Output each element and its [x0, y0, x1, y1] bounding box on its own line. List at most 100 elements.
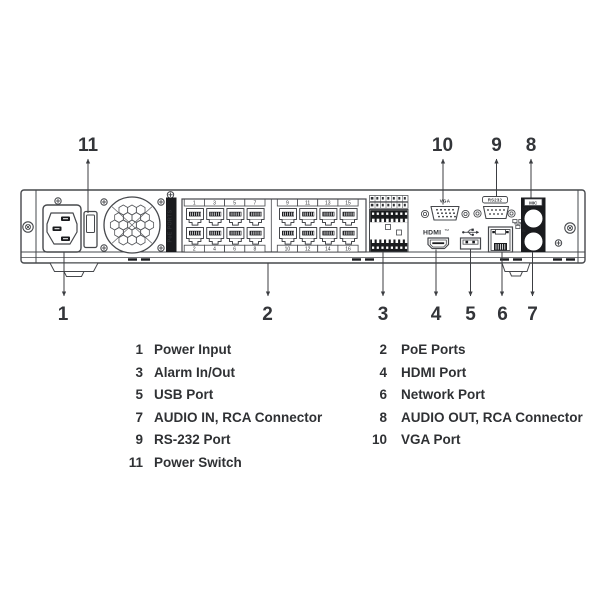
audio-in-rca: [524, 232, 543, 251]
legend-row: 2 PoE Ports: [350, 339, 583, 362]
rj45-jack: [319, 227, 338, 245]
rj45-jack: [279, 208, 297, 226]
legend-number: 6: [379, 387, 387, 402]
rs232-port: RS232: [473, 196, 516, 220]
legend-row: 3 Alarm In/Out: [105, 362, 322, 385]
foot-left: [49, 262, 99, 277]
legend-number: 9: [135, 432, 143, 447]
legend-label: AUDIO IN, RCA Connector: [154, 409, 323, 425]
legend-row: 4 HDMI Port: [350, 362, 583, 385]
poe-port-number: 2: [193, 246, 196, 252]
screw-hole-icon: [420, 209, 430, 219]
poe-port-number: 7: [254, 200, 257, 206]
screw-icon: [554, 239, 563, 247]
screw-icon: [54, 197, 62, 205]
screw-icon: [100, 198, 108, 206]
screw-hole-icon: [461, 209, 470, 219]
power-input-port: [42, 204, 82, 253]
hdmi-port: HDMI TM: [423, 228, 449, 250]
legend-label: Alarm In/Out: [154, 364, 236, 380]
rj45-jack: [319, 208, 338, 226]
callout-number-5: 5: [465, 304, 476, 325]
screw-icon: [100, 244, 108, 252]
rj45-jack: [299, 227, 318, 245]
audio-out-rca: [524, 209, 543, 228]
legend-row: 11 Power Switch: [105, 452, 322, 475]
poe-port-number: 9: [286, 200, 289, 206]
rj45-jack: [186, 227, 204, 245]
screw-icon: [157, 244, 165, 252]
callout-number-1: 1: [58, 304, 69, 325]
legend-column-right: 2 PoE Ports 4 HDMI Port 6 Network Port 8…: [350, 339, 583, 452]
network-icon: [512, 219, 524, 229]
legend-number: 8: [379, 409, 387, 425]
legend-number: 4: [379, 364, 387, 380]
poe-port-number: 3: [213, 200, 216, 206]
poe-port-number: 13: [325, 200, 331, 206]
rj45-jack: [299, 208, 318, 226]
legend-label: Power Input: [154, 342, 232, 357]
rj45-jack: [339, 208, 358, 226]
poe-ports: 1 3 5 7 9 11 13 15: [181, 198, 367, 253]
callout-number-4: 4: [431, 304, 442, 325]
rj45-jack: [246, 227, 265, 245]
rj45-jack: [206, 208, 225, 226]
legend-label: RS-232 Port: [154, 432, 231, 447]
legend-label: PoE Ports: [401, 342, 466, 357]
rj45-jack: [206, 227, 225, 245]
callout-number-2: 2: [262, 304, 273, 325]
poe-port-number: 4: [213, 246, 216, 252]
legend-label: Network Port: [401, 387, 486, 402]
rear-panel-diagram: PoE PORTS 1 3 5 7 9 11 13 15: [20, 135, 586, 325]
mic-label: MIC: [529, 200, 538, 205]
screw-hole-icon: [473, 209, 482, 218]
screw-hole-icon: [507, 209, 516, 218]
poe-ports-label: PoE PORTS: [168, 209, 174, 242]
vga-label: VGA: [440, 199, 451, 204]
poe-port-number: 10: [285, 246, 291, 252]
legend-number: 5: [135, 387, 143, 402]
callout-number-10: 10: [432, 135, 453, 156]
power-switch: [83, 210, 98, 249]
legend-row: 9 RS-232 Port: [105, 429, 322, 452]
callout-number-6: 6: [497, 304, 508, 325]
legend-label: USB Port: [154, 387, 214, 402]
screw-icon: [564, 222, 576, 234]
poe-port-number: 1: [193, 200, 196, 206]
legend-row: 10 VGA Port: [350, 429, 583, 452]
poe-port-number: 8: [254, 246, 257, 252]
callout-number-11: 11: [78, 135, 99, 156]
callout-number-9: 9: [491, 135, 502, 156]
rj45-jack: [226, 208, 245, 226]
screw-icon: [22, 221, 34, 233]
poe-ports-strip: PoE PORTS: [166, 197, 177, 252]
poe-port-number: 16: [345, 246, 351, 252]
poe-port-number: 12: [305, 246, 311, 252]
network-port: [487, 219, 524, 253]
poe-port-number: 15: [345, 200, 351, 206]
legend-row: 8 AUDIO OUT, RCA Connector: [350, 407, 583, 430]
screw-icon: [157, 198, 165, 206]
poe-port-number: 14: [325, 246, 331, 252]
legend-label: AUDIO OUT, RCA Connector: [401, 409, 583, 425]
usb-icon: [462, 228, 480, 236]
hdmi-label: HDMI: [423, 230, 441, 237]
rj45-jack: [339, 227, 358, 245]
vga-port: VGA: [420, 199, 470, 221]
legend-row: 1 Power Input: [105, 339, 322, 362]
callout-arrows: [61, 158, 535, 297]
legend-label: Power Switch: [154, 454, 242, 470]
legend-number: 2: [379, 342, 387, 357]
alarm-terminal-block: [369, 195, 409, 253]
legend-number: 1: [135, 342, 143, 357]
callout-number-7: 7: [527, 304, 538, 325]
rj45-jack: [279, 227, 297, 245]
legend-number: 3: [135, 364, 143, 380]
rj45-jack: [226, 227, 245, 245]
callout-number-8: 8: [526, 135, 537, 156]
legend-row: 5 USB Port: [105, 384, 322, 407]
callout-number-3: 3: [378, 304, 389, 325]
legend-column-left: 1 Power Input 3 Alarm In/Out 5 USB Port …: [105, 339, 323, 475]
usb-port: [459, 228, 482, 250]
